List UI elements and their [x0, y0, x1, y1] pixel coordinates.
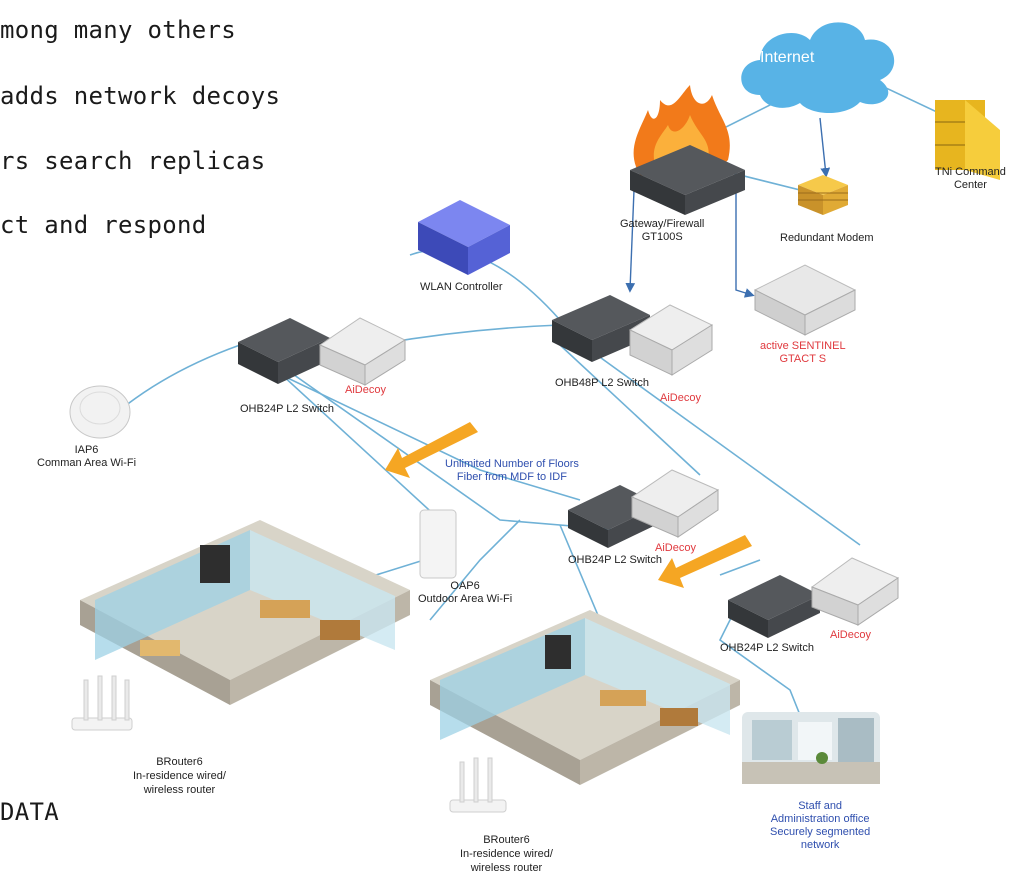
flow-arrow-right: [658, 535, 752, 588]
gateway-firewall-device: [630, 145, 745, 215]
bullet-5: DATA: [0, 798, 59, 826]
aidecoy-label-right: AiDecoy: [830, 629, 871, 641]
ohb48p-switch-label: OHB48P L2 Switch: [555, 377, 649, 389]
residence-floor-left: [80, 520, 410, 705]
brouter-left-icon: [71, 675, 133, 731]
bullet-2: adds network decoys: [0, 82, 281, 110]
bullet-4: ct and respond: [0, 211, 207, 239]
command-center-label: TNi Command Center: [935, 166, 1006, 191]
redundant-modem-label: Redundant Modem: [780, 232, 874, 244]
oap6-outdoor-ap-icon: [419, 509, 457, 579]
control-links: [625, 117, 831, 298]
ohb24p-right-switch-label: OHB24P L2 Switch: [720, 642, 814, 654]
brouter-right-icon: [449, 757, 507, 813]
iap6-label: IAP6 Comman Area Wi-Fi: [37, 444, 137, 469]
staff-office-label: Staff and Administration office Securely…: [770, 800, 871, 851]
ohb24p-left-switch-label: OHB24P L2 Switch: [240, 403, 334, 415]
iap6-access-point-icon: [69, 385, 131, 439]
floors-note-label: Unlimited Number of Floors Fiber from MD…: [445, 458, 579, 483]
aidecoy-device-mid: [630, 469, 720, 538]
bullet-3: rs search replicas: [0, 147, 266, 175]
wlan-controller-label: WLAN Controller: [420, 281, 503, 293]
active-sentinel-device: [753, 264, 857, 336]
staff-office-photo: [742, 712, 880, 784]
command-center-icon: [935, 100, 1000, 180]
oap6-label: OAP6 Outdoor Area Wi-Fi: [418, 580, 513, 605]
ohb24p-right-switch-device: [728, 575, 820, 638]
ohb24p-mid-switch-label: OHB24P L2 Switch: [568, 554, 662, 566]
aidecoy-label-top: AiDecoy: [660, 392, 701, 404]
aidecoy-label-mid: AiDecoy: [655, 542, 696, 554]
flow-arrow-left: [385, 422, 478, 478]
brouter-right-label: BRouter6 In-residence wired/ wireless ro…: [460, 834, 553, 874]
brouter-left-label: BRouter6 In-residence wired/ wireless ro…: [133, 756, 226, 796]
gateway-firewall-label: Gateway/Firewall GT100S: [620, 218, 705, 243]
aidecoy-device-top: [628, 304, 714, 376]
residence-floor-right: [430, 610, 740, 785]
aidecoy-device-left: [318, 317, 407, 386]
aidecoy-device-right: [810, 557, 900, 626]
ohb24p-left-switch-device: [238, 318, 330, 384]
wlan-controller-device: [418, 200, 510, 275]
redundant-modem-icon: [798, 175, 848, 215]
aidecoy-label-left: AiDecoy: [345, 384, 386, 396]
internet-label: Internet: [760, 49, 815, 66]
active-sentinel-label: active SENTINEL GTACT S: [760, 340, 846, 365]
internet-cloud-icon: [741, 22, 895, 114]
bullet-1: mong many others: [0, 16, 236, 44]
